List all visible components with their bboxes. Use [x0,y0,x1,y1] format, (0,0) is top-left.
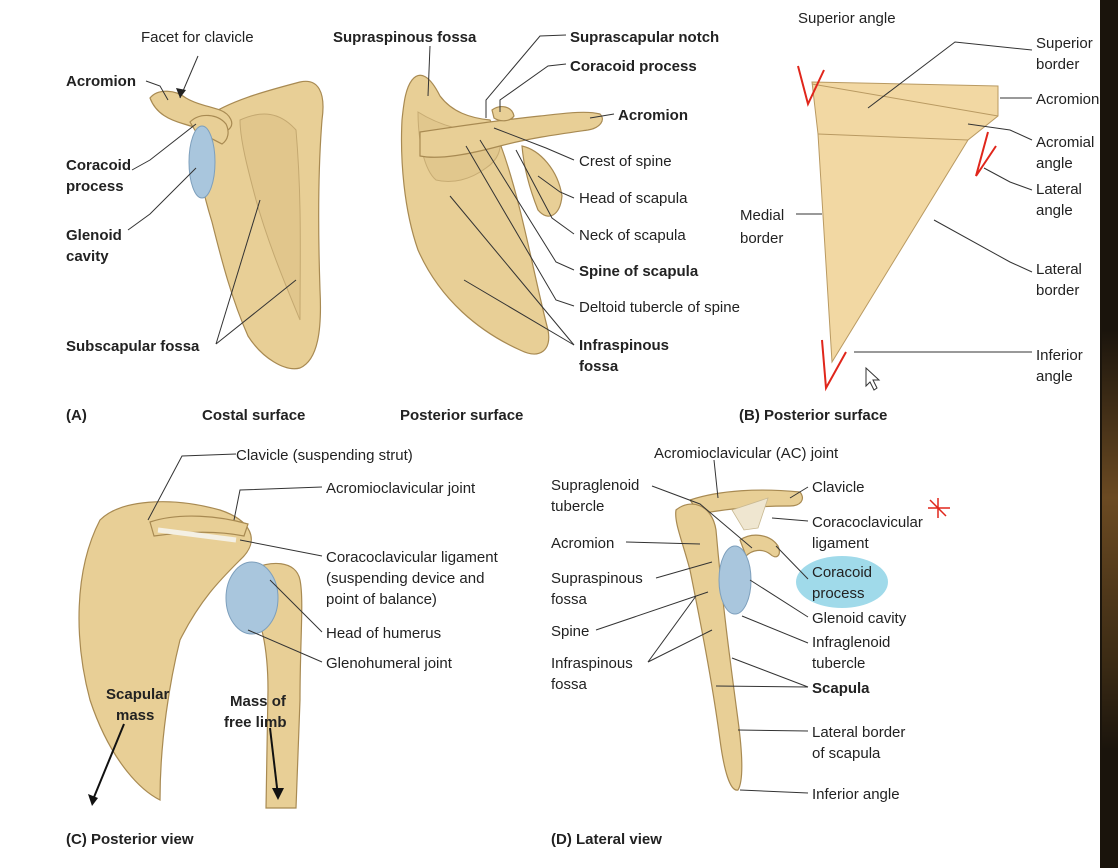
label-deltoid-tubercle: Deltoid tubercle of spine [579,299,740,316]
caption-d: (D) Lateral view [551,831,662,848]
label-lateral-border-1: Lateral [1036,261,1082,278]
label-clavicle-d: Clavicle [812,479,865,496]
label-spine-of-scapula: Spine of scapula [579,263,699,280]
label-ac-joint-d: Acromioclavicular (AC) joint [654,445,839,462]
caption-c: (C) Posterior view [66,831,194,848]
label-scapular-mass-2: mass [116,707,154,724]
label-subscapular-fossa: Subscapular fossa [66,338,200,355]
background-edge [1100,0,1118,868]
label-head-of-humerus: Head of humerus [326,625,441,642]
label-medial-border-2: border [740,230,783,247]
label-coracoid-a-2: process [66,178,124,195]
label-cc-ligament-c-2: (suspending device and [326,570,484,587]
label-lateral-angle-2: angle [1036,202,1073,219]
shoulder-posterior-drawing [78,501,303,809]
label-scapula-d: Scapula [812,680,870,697]
label-lateral-angle-1: Lateral [1036,181,1082,198]
label-spine-d: Spine [551,623,589,640]
label-infraspinous-d-1: Infraspinous [551,655,633,672]
label-coracoid-d-1: Coracoid [812,564,872,581]
label-acromion-posterior: Acromion [618,107,688,124]
label-supraglenoid-2: tubercle [551,498,604,515]
label-inferior-angle-1: Inferior [1036,347,1083,364]
label-scapular-mass-1: Scapular [106,686,170,703]
label-free-limb-1: Mass of [230,693,287,710]
annotation-marks [797,65,997,392]
scapula-schematic [797,65,999,392]
label-glenoid-cavity-d: Glenoid cavity [812,610,907,627]
label-cc-ligament-d-2: ligament [812,535,870,552]
label-cc-ligament-d-1: Coracoclavicular [812,514,923,531]
label-coracoid-d-2: process [812,585,865,602]
label-acromion-d: Acromion [551,535,614,552]
label-coracoid-process: Coracoid process [570,58,697,75]
scapula-posterior-drawing [400,74,603,355]
label-supraglenoid-1: Supraglenoid [551,477,639,494]
caption-costal-surface: Costal surface [202,407,305,424]
label-infraspinous-2: fossa [579,358,619,375]
label-cc-ligament-c-1: Coracoclavicular ligament [326,549,499,566]
label-infraglenoid-1: Infraglenoid [812,634,890,651]
label-free-limb-2: free limb [224,714,287,731]
label-superior-border-2: border [1036,56,1079,73]
mouse-cursor-icon [865,366,881,391]
label-acromion-b: Acromion [1036,91,1099,108]
label-head-of-scapula: Head of scapula [579,190,688,207]
label-facet-for-clavicle: Facet for clavicle [141,29,254,46]
label-infraspinous-1: Infraspinous [579,337,669,354]
label-infraglenoid-2: tubercle [812,655,865,672]
label-superior-angle: Superior angle [798,10,896,27]
label-lateral-border-2: border [1036,282,1079,299]
label-infraspinous-d-2: fossa [551,676,588,693]
label-glenoid-a-2: cavity [66,248,109,265]
label-suprascapular-notch: Suprascapular notch [570,29,719,46]
caption-b: (B) Posterior surface [739,407,887,424]
label-acromial-angle-1: Acromial [1036,134,1094,151]
scapula-costal-drawing [149,80,324,370]
annotation-asterisk [928,498,950,518]
label-acromion-a: Acromion [66,73,136,90]
label-supraspinous-fossa: Supraspinous fossa [333,29,477,46]
label-medial-border-1: Medial [740,207,784,224]
label-inferior-angle-2: angle [1036,368,1073,385]
label-superior-border-1: Superior [1036,35,1093,52]
caption-posterior-surface: Posterior surface [400,407,523,424]
label-clavicle-strut: Clavicle (suspending strut) [236,447,413,464]
scapula-lateral-drawing [675,489,803,791]
label-inferior-angle-d: Inferior angle [812,786,900,803]
label-cc-ligament-c-3: point of balance) [326,591,437,608]
label-crest-of-spine: Crest of spine [579,153,672,170]
coracoid-highlight [796,556,888,608]
label-ac-joint-c: Acromioclavicular joint [326,480,476,497]
label-glenohumeral-joint: Glenohumeral joint [326,655,453,672]
label-coracoid-a-1: Coracoid [66,157,131,174]
label-supraspinous-d-2: fossa [551,591,588,608]
label-supraspinous-d-1: Supraspinous [551,570,643,587]
label-lateral-border-d-1: Lateral border [812,724,905,741]
label-acromial-angle-2: angle [1036,155,1073,172]
label-neck-of-scapula: Neck of scapula [579,227,686,244]
label-glenoid-a-1: Glenoid [66,227,122,244]
caption-a: (A) [66,407,87,424]
label-lateral-border-d-2: of scapula [812,745,881,762]
